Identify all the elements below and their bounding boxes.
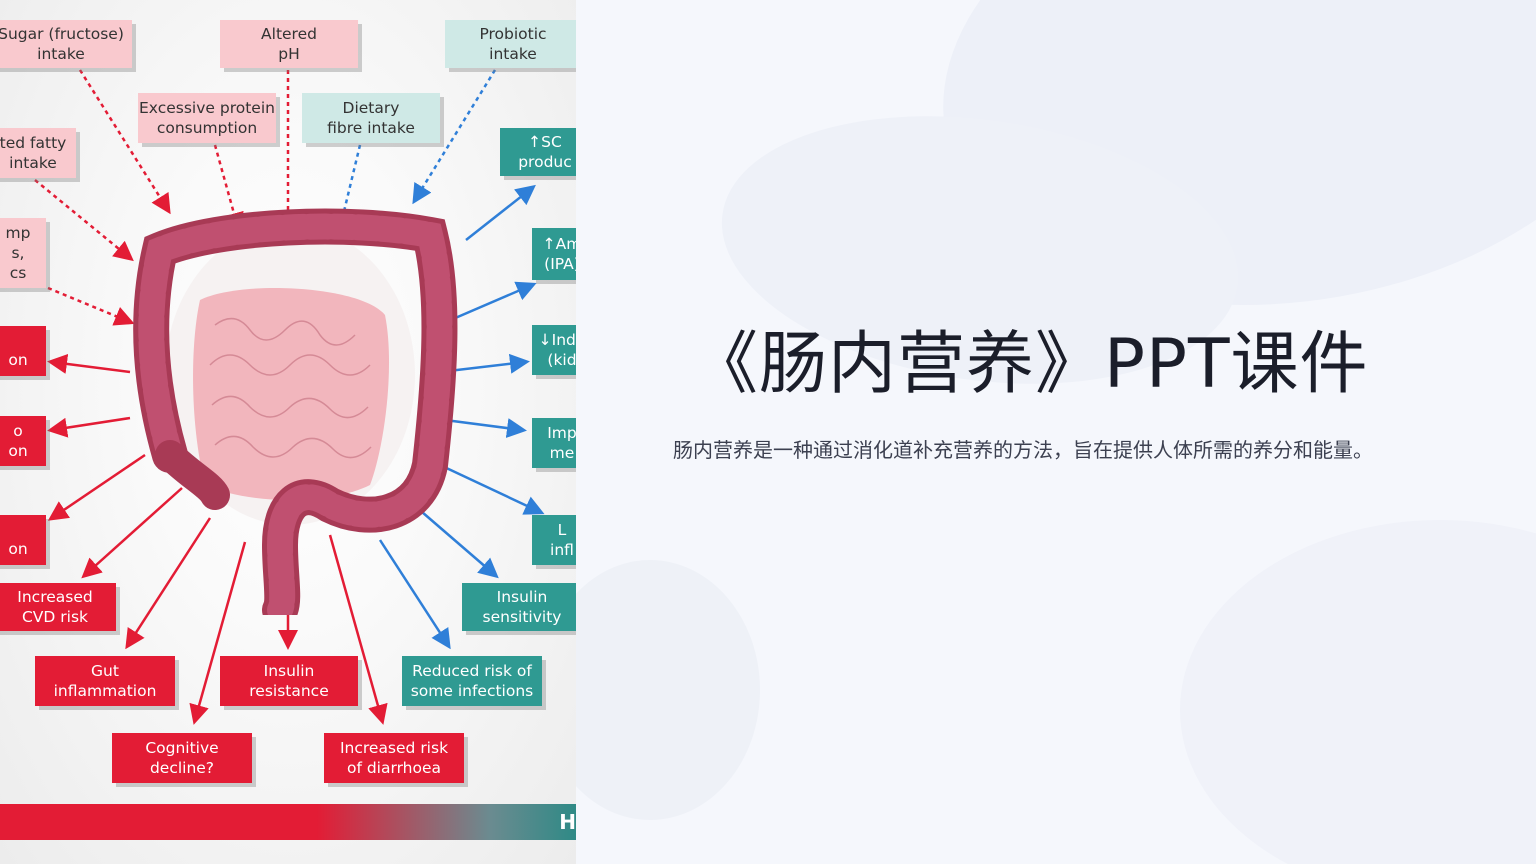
box-label: ↑SC produc — [518, 133, 572, 171]
box-label: Increased CVD risk — [17, 588, 93, 626]
box-label: Gut inflammation — [53, 662, 157, 700]
bar-label: H — [559, 810, 576, 834]
gut-inflammation-box: Gut inflammation — [35, 656, 175, 706]
insulin-resistance-box: Insulin resistance — [220, 656, 358, 706]
box-label: Increased risk of diarrhoea — [339, 739, 449, 777]
slide-subtitle: 肠内营养是一种通过消化道补充营养的方法，旨在提供人体所需的养分和能量。 — [673, 438, 1373, 462]
background-shape — [540, 560, 760, 820]
dietary-fibre-box: Dietary fibre intake — [302, 93, 440, 143]
excessive-protein-box: Excessive protein consumption — [138, 93, 276, 143]
input-box-partial: mp s, cs — [0, 218, 46, 288]
box-label: Excessive protein consumption — [139, 99, 275, 137]
intestine-illustration — [133, 208, 458, 615]
box-label: Altered pH — [261, 25, 317, 63]
gut-health-diagram-image: Sugar (fructose) intake Altered pH Probi… — [0, 0, 576, 864]
box-label: mp s, cs — [5, 224, 31, 282]
box-label: Insulin sensitivity — [482, 588, 562, 626]
sugar-intake-box: Sugar (fructose) intake — [0, 20, 132, 68]
box-label: Dietary fibre intake — [327, 99, 415, 137]
box-label: o on — [8, 422, 28, 460]
box-label: on — [8, 540, 28, 558]
box-label: ↓Indo (kid — [538, 331, 576, 369]
ipa-box: ↑Am (IPA) — [532, 228, 576, 280]
probiotic-intake-box: Probiotic intake — [445, 20, 576, 68]
box-label: ↑Am (IPA) — [542, 235, 576, 273]
box-label: Reduced risk of some infections — [410, 662, 534, 700]
background-shape — [1180, 520, 1536, 864]
altered-ph-box: Altered pH — [220, 20, 358, 68]
box-label: Cognitive decline? — [145, 739, 219, 777]
negative-box-partial: on — [0, 326, 46, 376]
diagram-arrows — [34, 69, 545, 725]
scfa-production-box: ↑SC produc — [500, 128, 576, 176]
improved-box: Imp me — [532, 418, 576, 468]
box-label: Sugar (fructose) intake — [0, 25, 124, 63]
box-label: Insulin resistance — [249, 662, 329, 700]
diarrhoea-risk-box: Increased risk of diarrhoea — [324, 733, 464, 783]
box-label: Imp me — [547, 424, 576, 462]
negative-box-partial: o on — [0, 416, 46, 466]
slide-title: 《肠内营养》PPT课件 — [690, 325, 1369, 404]
box-label: Probiotic intake — [479, 25, 547, 63]
saturated-fat-box: ted fatty intake — [0, 128, 76, 178]
cvd-risk-box: Increased CVD risk — [0, 583, 116, 631]
box-label: ted fatty intake — [0, 134, 67, 172]
lower-inflammation-box: L infl — [532, 515, 576, 565]
box-label: L infl — [550, 521, 574, 559]
negative-box-partial: on — [0, 515, 46, 565]
box-label: on — [8, 351, 28, 369]
reduced-infection-risk-box: Reduced risk of some infections — [402, 656, 542, 706]
indole-box: ↓Indo (kid — [532, 325, 576, 375]
insulin-sensitivity-box: Insulin sensitivity — [462, 583, 576, 631]
health-gradient-bar: H — [0, 804, 576, 840]
cognitive-decline-box: Cognitive decline? — [112, 733, 252, 783]
